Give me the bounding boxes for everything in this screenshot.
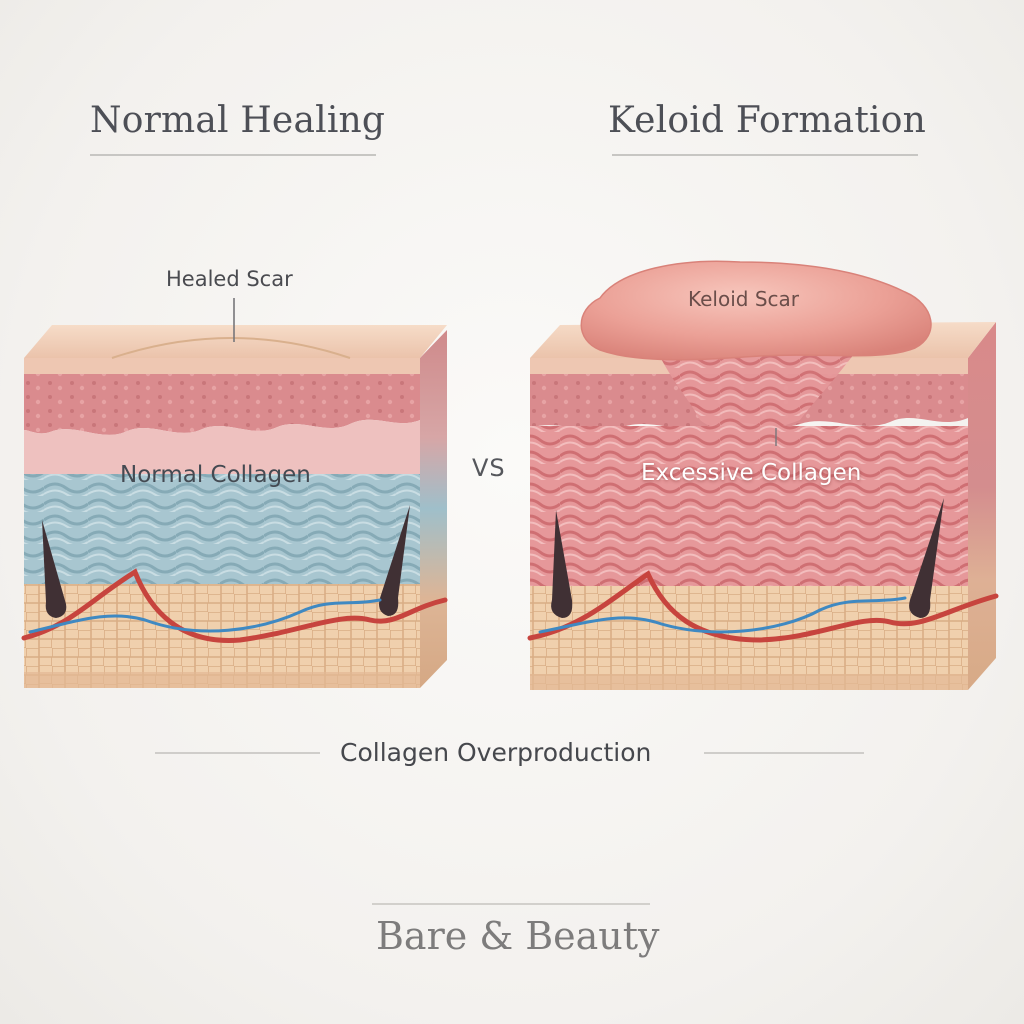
caption-rule-right [704,752,864,754]
left-block-top-face [24,325,447,358]
right-hair-follicle-2 [909,498,944,618]
keloid-scar-label: Keloid Scar [688,287,799,311]
left-block-side-face [420,330,447,688]
caption-rule-left [155,752,320,754]
right-hair-follicle-1 [551,510,573,618]
excessive-collagen-layer [530,426,968,586]
right-vein [538,596,907,634]
left-vein [28,598,382,634]
keloid-collagen-funnel [655,346,860,432]
left-artery [21,568,448,643]
caption-collagen-overproduction: Collagen Overproduction [340,738,652,767]
title-normal-healing: Normal Healing [90,100,386,141]
right-fat-shadow [530,674,968,690]
left-hair-follicle-1 [42,520,67,618]
keloid-scar-mound [580,260,932,361]
normal-collagen-label: Normal Collagen [120,462,311,488]
left-fat-shadow [24,672,420,688]
brand-rule [372,903,650,905]
left-papillary-dermis [24,419,420,474]
title-keloid-formation: Keloid Formation [608,100,926,141]
excessive-collagen-label: Excessive Collagen [641,460,862,486]
healed-scar-label: Healed Scar [166,267,293,291]
left-epidermis-top [24,358,420,374]
healed-scar-line [111,337,351,359]
right-block-side-face [968,322,996,690]
brand-name: Bare & Beauty [376,914,660,958]
normal-collagen-layer [24,474,420,584]
left-epidermis [24,374,420,435]
keloid-skin-block [527,260,999,690]
vs-label: VS [472,454,506,482]
title-underline-right [612,154,918,156]
right-artery [527,570,999,643]
title-underline-left [90,154,376,156]
left-hair-follicle-2 [379,505,410,616]
normal-skin-block [21,298,448,688]
